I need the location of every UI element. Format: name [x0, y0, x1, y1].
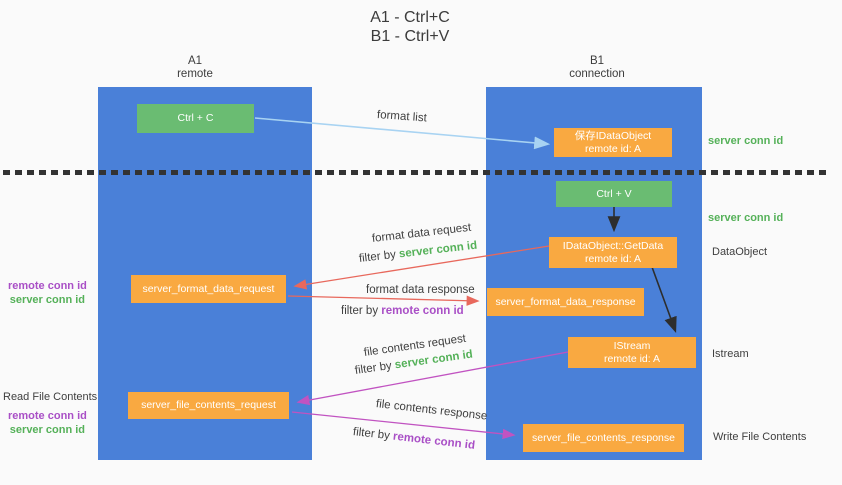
format-data-response-label: format data response: [366, 284, 475, 296]
filter-prefix: filter by: [352, 426, 394, 443]
format-data-response-arrow: [287, 295, 480, 306]
dataobject-label: DataObject: [712, 246, 768, 258]
ctrl-v-label: Ctrl + V: [596, 187, 632, 200]
filter-prefix: filter by: [341, 305, 382, 317]
file-response-label: server_file_contents_response: [531, 431, 675, 444]
istream-label: Istream: [712, 348, 749, 360]
save-dataobject-line2: remote id: A: [584, 142, 642, 155]
getdata-line2: remote id: A: [584, 252, 642, 265]
write-file-contents-label: Write File Contents: [713, 431, 807, 443]
diagram-title: A1 - Ctrl+C B1 - Ctrl+V: [280, 8, 540, 46]
read-file-contents-label: Read File Contents: [3, 391, 98, 403]
server-conn-id-top-label: server conn id: [708, 135, 784, 147]
istream-line1: IStream: [613, 339, 651, 352]
filter-highlight-remote-conn-id: remote conn id: [381, 305, 464, 317]
save-dataobject-node: 保存IDataObject remote id: A: [554, 128, 672, 157]
istream-node: IStream remote id: A: [568, 337, 696, 368]
format-response-node: server_format_data_response: [487, 288, 644, 316]
format-list-label: format list: [376, 109, 428, 125]
lane-a1-id: A1: [187, 55, 203, 67]
getdata-node: IDataObject::GetData remote id: A: [549, 237, 677, 268]
format-response-label: server_format_data_response: [495, 295, 636, 308]
ctrl-v-node: Ctrl + V: [556, 181, 672, 207]
file-request-node: server_file_contents_request: [128, 392, 289, 419]
remote-conn-id-mid-label: remote conn id: [8, 280, 87, 292]
filter-prefix: filter by: [354, 359, 396, 377]
filter-highlight-server-conn-id: server conn id: [398, 239, 478, 261]
ctrl-c-node: Ctrl + C: [137, 104, 254, 133]
filter-by-remote-conn-id-label-2: filter by remote conn id: [352, 426, 475, 452]
filter-by-remote-conn-id-label-1: filter by remote conn id: [341, 305, 464, 317]
section-divider-dotted-line: [3, 170, 826, 175]
lane-a1-role: remote: [177, 68, 213, 80]
format-request-node: server_format_data_request: [131, 275, 286, 303]
server-conn-id-mid-label: server conn id: [708, 212, 784, 224]
title-line-1: A1 - Ctrl+C: [370, 9, 450, 26]
lane-b1-id: B1: [589, 55, 605, 67]
lane-a1-header: A1 remote: [145, 55, 245, 81]
ctrl-c-label: Ctrl + C: [177, 112, 214, 124]
filter-prefix: filter by: [358, 248, 400, 265]
getdata-line1: IDataObject::GetData: [562, 239, 664, 252]
title-line-2: B1 - Ctrl+V: [370, 28, 450, 45]
server-conn-id-left-bottom-label: server conn id: [9, 424, 85, 436]
file-response-node: server_file_contents_response: [523, 424, 684, 452]
remote-conn-id-bottom-label: remote conn id: [8, 410, 87, 422]
filter-highlight-remote-conn-id: remote conn id: [392, 430, 476, 452]
istream-line2: remote id: A: [603, 352, 661, 365]
lane-b1-role: connection: [569, 68, 625, 80]
file-contents-response-label: file contents response: [375, 398, 488, 423]
server-conn-id-left-mid-label: server conn id: [9, 294, 85, 306]
lane-b1-header: B1 connection: [547, 55, 647, 81]
file-request-label: server_file_contents_request: [141, 399, 276, 411]
format-request-label: server_format_data_request: [142, 282, 275, 295]
save-dataobject-line1: 保存IDataObject: [574, 129, 652, 142]
